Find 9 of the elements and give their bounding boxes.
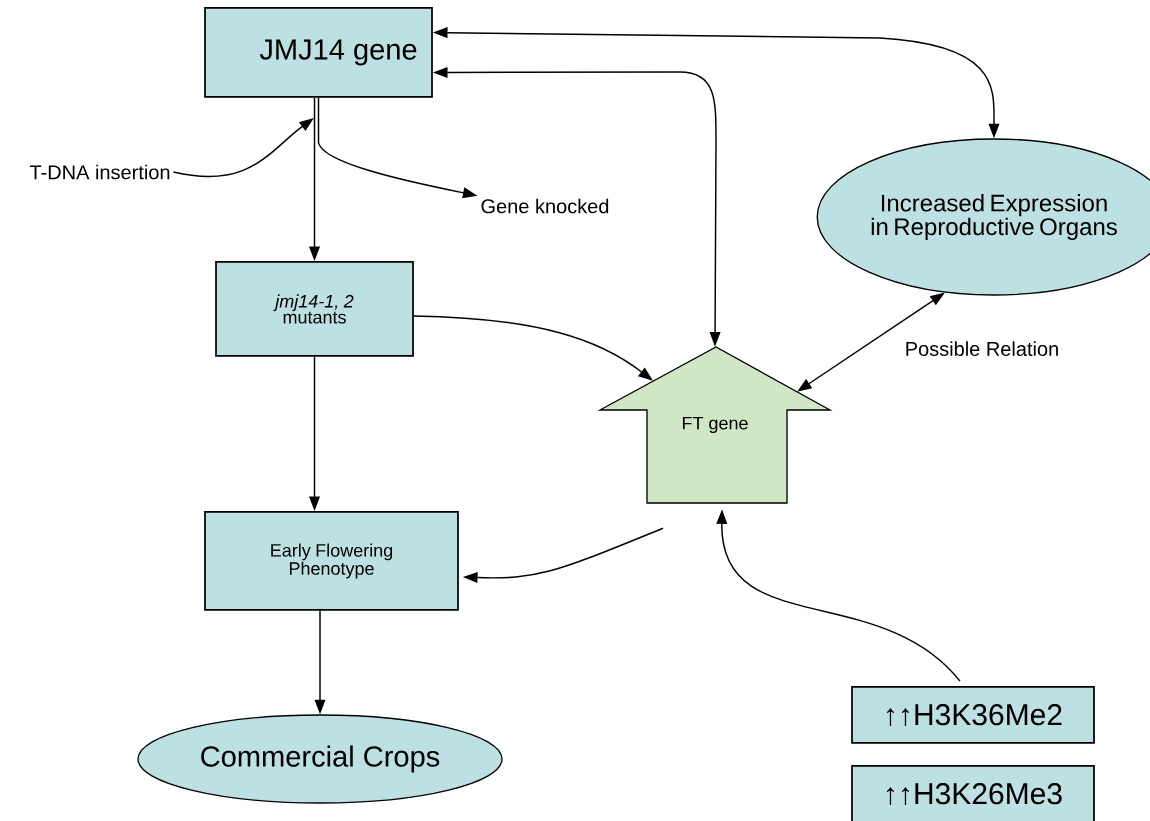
- histone-mark-box: ↑↑H3K26Me3: [851, 765, 1095, 821]
- histone-mark-box: ↑↑H3K36Me2: [851, 686, 1095, 744]
- mutant-box: jmj14-1, 2 mutants: [215, 261, 414, 357]
- phenotype-box: Early Flowering Phenotype: [204, 511, 459, 611]
- annotation-text: Gene knocked: [481, 198, 609, 214]
- edge-label: Possible Relation: [903, 340, 1061, 358]
- arrow: [413, 315, 653, 381]
- annotation-text: T-DNA insertion: [29, 164, 170, 180]
- gene-box: JMJ14 gene: [204, 7, 433, 98]
